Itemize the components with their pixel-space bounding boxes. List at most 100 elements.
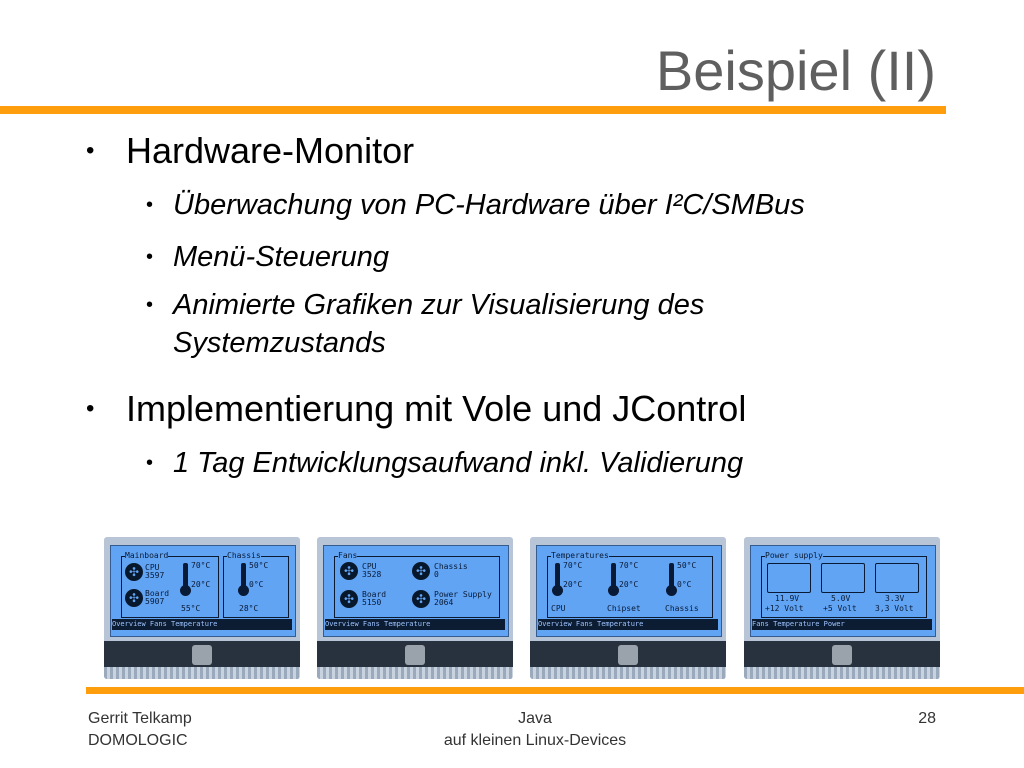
fan-rpm: 2064 bbox=[434, 598, 454, 607]
bullet-glyph: • bbox=[146, 452, 154, 474]
thermometer-icon bbox=[552, 563, 563, 596]
group-label: Chassis bbox=[227, 551, 261, 560]
group-label: Power supply bbox=[765, 551, 823, 560]
group-frame-mainboard bbox=[121, 556, 219, 618]
voltmeter-icon bbox=[821, 563, 865, 593]
fan-icon: ✣ bbox=[340, 562, 358, 580]
fan-icon: ✣ bbox=[340, 590, 358, 608]
device-connector bbox=[530, 667, 726, 679]
footer-topic-line2: auf kleinen Linux-Devices bbox=[443, 732, 627, 749]
temp-mid: 20°C bbox=[563, 580, 583, 589]
fan-rpm: 3528 bbox=[362, 570, 382, 579]
sub-bullet: • Animierte Grafiken zur Visualisierung d… bbox=[126, 286, 942, 362]
device-knob bbox=[192, 645, 212, 665]
bullet-glyph: • bbox=[146, 194, 154, 216]
lcd-screenshot-temperatures: Temperatures 70°C 20°C CPU 70°C 20°C Chi… bbox=[530, 537, 726, 679]
footer-author: Gerrit Telkamp bbox=[88, 710, 192, 727]
fan-icon: ✣ bbox=[125, 563, 143, 581]
fan-label: Power Supply bbox=[434, 590, 492, 599]
fan-rpm: 5907 bbox=[145, 597, 165, 606]
device-bezel bbox=[530, 641, 726, 667]
fan-rpm: 5150 bbox=[362, 598, 382, 607]
temp-max: 50°C bbox=[249, 561, 269, 570]
voltage-name: +5 Volt bbox=[823, 604, 857, 613]
fan-label: Chassis bbox=[434, 562, 468, 571]
temp-value: 55°C bbox=[181, 604, 201, 613]
group-label: Fans bbox=[338, 551, 358, 560]
group-label: Temperatures bbox=[551, 551, 609, 560]
device-knob bbox=[832, 645, 852, 665]
voltage-value: 5.0V bbox=[831, 594, 851, 603]
device-bezel bbox=[317, 641, 513, 667]
footer-topic-line1: Java bbox=[518, 710, 552, 727]
device-bezel bbox=[104, 641, 300, 667]
sub-bullet-list: •Überwachung von PC-Hardware über I²C/SM… bbox=[126, 182, 942, 362]
thermometer-icon bbox=[666, 563, 677, 596]
voltmeter-icon bbox=[875, 563, 919, 593]
lcd-tab-bar: Overview Fans Temperature bbox=[325, 619, 505, 630]
fan-rpm: 0 bbox=[434, 570, 439, 579]
sub-bullet-text: Animierte Grafiken zur Visualisierung de… bbox=[173, 289, 705, 359]
group-frame-power bbox=[761, 556, 927, 618]
fan-icon: ✣ bbox=[412, 562, 430, 580]
device-knob bbox=[618, 645, 638, 665]
footer-left: Gerrit Telkamp DOMOLOGIC bbox=[88, 708, 192, 752]
bullet-glyph: • bbox=[86, 137, 95, 164]
device-connector bbox=[744, 667, 940, 679]
device-connector bbox=[317, 667, 513, 679]
footer-company: DOMOLOGIC bbox=[88, 732, 188, 749]
fan-icon: ✣ bbox=[412, 590, 430, 608]
footer-center: Java auf kleinen Linux-Devices bbox=[380, 708, 690, 752]
temp-mid: 0°C bbox=[677, 580, 692, 589]
bullet-glyph: • bbox=[146, 246, 154, 268]
temp-mid: 20°C bbox=[191, 580, 211, 589]
fan-label: CPU bbox=[145, 563, 160, 572]
lcd-screenshot-power: Power supply 11.9V +12 Volt 5.0V +5 Volt… bbox=[744, 537, 940, 679]
lcd-tab-bar: Overview Fans Temperature bbox=[112, 619, 292, 630]
bullet-implementation: • Implementierung mit Vole und JControl … bbox=[82, 388, 942, 486]
lcd-tab-bar: Fans Temperature Power bbox=[752, 619, 932, 630]
bullet-glyph: • bbox=[146, 294, 154, 316]
sub-bullet-list: • 1 Tag Entwicklungsaufwand inkl. Validie… bbox=[126, 440, 942, 486]
fan-label: Board bbox=[145, 589, 170, 598]
footer-divider bbox=[86, 687, 1024, 694]
group-frame-fans bbox=[334, 556, 500, 618]
title-divider bbox=[0, 106, 946, 114]
fan-icon: ✣ bbox=[125, 589, 143, 607]
page-number: 28 bbox=[918, 710, 936, 727]
device-screenshots: Mainboard Chassis ✣ CPU 3597 ✣ Board 590… bbox=[104, 537, 940, 679]
temp-mid: 0°C bbox=[249, 580, 264, 589]
temp-value: 28°C bbox=[239, 604, 259, 613]
sub-bullet: • 1 Tag Entwicklungsaufwand inkl. Validie… bbox=[126, 440, 942, 486]
slide-title: Beispiel (II) bbox=[655, 39, 936, 102]
group-frame-temperatures bbox=[547, 556, 713, 618]
temp-max: 50°C bbox=[677, 561, 697, 570]
bullet-glyph: • bbox=[86, 395, 95, 422]
lcd-screenshot-fans: Fans ✣ CPU 3528 ✣ Chassis 0 ✣ Board 5150… bbox=[317, 537, 513, 679]
temp-max: 70°C bbox=[191, 561, 211, 570]
sub-bullet-text: 1 Tag Entwicklungsaufwand inkl. Validier… bbox=[173, 447, 744, 479]
device-bezel bbox=[744, 641, 940, 667]
thermometer-icon bbox=[180, 563, 191, 596]
voltage-value: 3.3V bbox=[885, 594, 905, 603]
bullet-hardware-monitor: • Hardware-Monitor •Überwachung von PC-H… bbox=[82, 130, 942, 362]
thermometer-icon bbox=[608, 563, 619, 596]
voltage-value: 11.9V bbox=[775, 594, 800, 603]
temp-name: Chipset bbox=[607, 604, 641, 613]
sub-bullet-text: Menü-Steuerung bbox=[173, 241, 390, 273]
fan-rpm: 3597 bbox=[145, 571, 165, 580]
sub-bullet: •Überwachung von PC-Hardware über I²C/SM… bbox=[126, 182, 942, 228]
lcd-screenshot-overview: Mainboard Chassis ✣ CPU 3597 ✣ Board 590… bbox=[104, 537, 300, 679]
voltage-name: 3,3 Volt bbox=[875, 604, 914, 613]
lcd-tab-bar: Overview Fans Temperature bbox=[538, 619, 718, 630]
voltage-name: +12 Volt bbox=[765, 604, 804, 613]
bullet-text: Implementierung mit Vole und JControl bbox=[126, 388, 747, 429]
bullet-text: Hardware-Monitor bbox=[126, 130, 415, 171]
voltmeter-icon bbox=[767, 563, 811, 593]
group-label: Mainboard bbox=[125, 551, 169, 560]
fan-label: CPU bbox=[362, 562, 377, 571]
temp-max: 70°C bbox=[619, 561, 639, 570]
temp-mid: 20°C bbox=[619, 580, 639, 589]
sub-bullet: • Menü-Steuerung bbox=[126, 234, 942, 280]
spacer bbox=[82, 368, 942, 388]
